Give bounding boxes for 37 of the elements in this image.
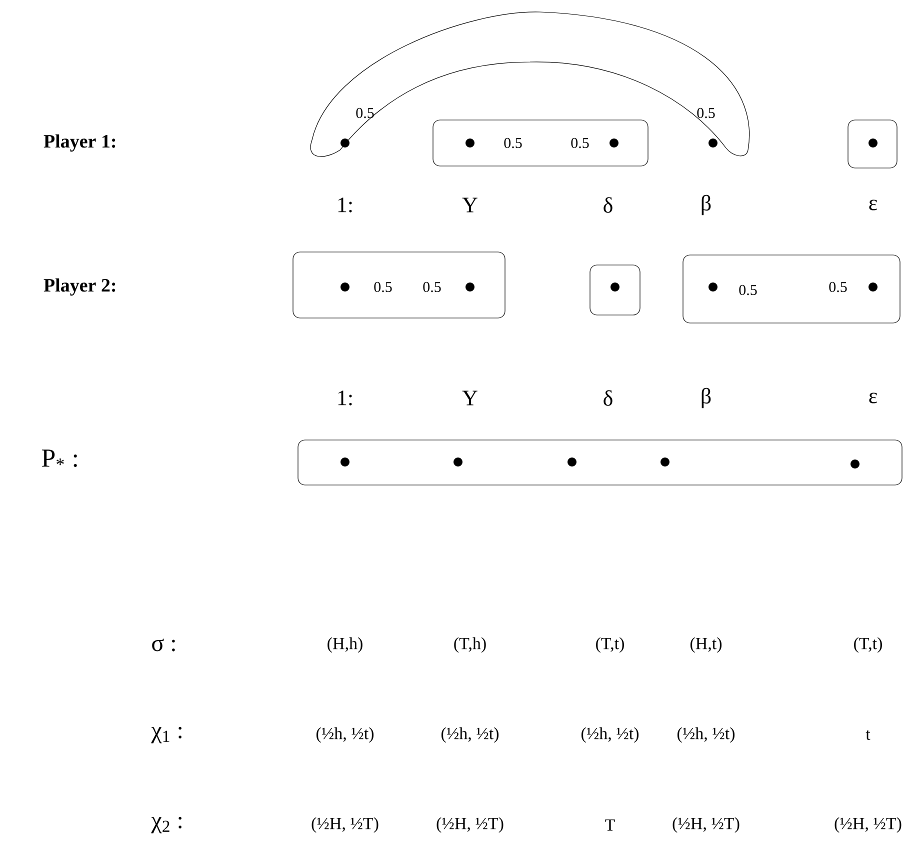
row-label: (H,t): [690, 637, 722, 653]
information-set: 0.5 0.5: [432, 120, 648, 166]
row-label: (½H, ½T): [834, 817, 902, 833]
row-label: (½h, ½t): [316, 727, 374, 743]
row-label: t: [866, 730, 870, 740]
row-label: (T,t): [596, 637, 624, 653]
state-label: β: [702, 194, 711, 216]
state-label: δ: [604, 197, 612, 213]
state-label: Y: [462, 390, 478, 406]
state-label: 1:: [338, 198, 352, 212]
state-label: δ: [604, 390, 612, 406]
state-label: 1:: [338, 390, 352, 406]
row-label: (T,t): [854, 637, 882, 653]
row-label: (½h, ½t): [441, 727, 499, 743]
state-label: β: [702, 388, 711, 408]
information-set: [590, 264, 640, 316]
information-set: 0.5 0.5: [682, 254, 900, 324]
row-label: T: [605, 819, 615, 831]
row-label: Player 2:: [44, 278, 116, 296]
row-label: σ :: [152, 638, 175, 652]
row-label: (½H, ½T): [312, 817, 378, 833]
information-set: [298, 440, 902, 486]
row-label: (½H, ½T): [436, 817, 504, 833]
information-set: 0.5 0.5: [292, 252, 506, 318]
row-label: (T,h): [454, 637, 486, 653]
row-label: (½H, ½T): [672, 817, 740, 833]
row-label: Player 1:: [44, 134, 116, 152]
state-label: ε: [869, 200, 877, 210]
row-label: χ$_{1}$ :: [151, 726, 182, 744]
information-set: [848, 120, 898, 168]
row-label: (½h, ½t): [677, 727, 735, 743]
state-label: Y: [462, 198, 478, 212]
row-label: (H,h): [328, 637, 362, 653]
row-label: χ$_{2}$ :: [151, 816, 182, 834]
row-label: P$_{*}$ :: [42, 450, 77, 468]
row-label: (½h, ½t): [581, 727, 639, 743]
state-label: ε: [869, 392, 877, 404]
